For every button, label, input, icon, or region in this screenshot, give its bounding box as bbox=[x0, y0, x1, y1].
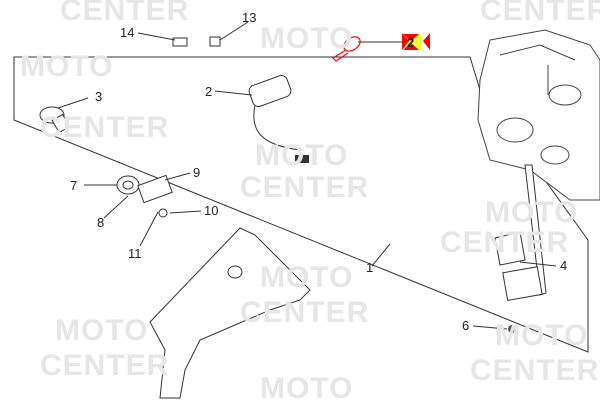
callout-9[interactable]: 9 bbox=[193, 165, 200, 180]
watermark-group: CENTER MOTO CENTER MOTO CENTER MOTO CENT… bbox=[20, 0, 600, 400]
callout-13[interactable]: 13 bbox=[242, 10, 256, 25]
callout-11[interactable]: 11 bbox=[128, 246, 142, 261]
callout-10[interactable]: 10 bbox=[204, 203, 218, 218]
watermark: CENTER bbox=[470, 354, 599, 387]
cap-3 bbox=[39, 106, 71, 134]
side-stand bbox=[494, 164, 547, 301]
watermark: MOTO bbox=[485, 196, 578, 229]
watermark: CENTER bbox=[40, 349, 169, 382]
watermark: MOTO bbox=[260, 22, 353, 55]
watermark: MOTO bbox=[260, 261, 353, 294]
callout-14[interactable]: 14 bbox=[120, 25, 134, 40]
selected-callout-2[interactable]: 2 bbox=[402, 33, 430, 50]
callout-3[interactable]: 3 bbox=[95, 89, 102, 104]
bolt-6 bbox=[508, 325, 516, 333]
cover-panel bbox=[149, 227, 311, 399]
leader-lines bbox=[57, 21, 557, 330]
grommet-7 bbox=[116, 175, 140, 195]
watermark: CENTER bbox=[40, 111, 169, 144]
watermark: MOTO bbox=[20, 50, 113, 83]
callout-7[interactable]: 7 bbox=[70, 178, 77, 193]
bracket-9 bbox=[137, 174, 173, 204]
callout-4[interactable]: 4 bbox=[560, 258, 567, 273]
key-icon-selected[interactable] bbox=[332, 34, 363, 62]
screw-14 bbox=[172, 37, 188, 47]
assembly-frame bbox=[13, 56, 589, 353]
frame-structure bbox=[477, 29, 600, 201]
screw-13 bbox=[209, 36, 221, 47]
callout-2[interactable]: 2 bbox=[205, 84, 212, 99]
callout-1[interactable]: 1 bbox=[366, 260, 373, 275]
watermark: MOTO bbox=[255, 139, 348, 172]
watermark: CENTER bbox=[480, 0, 600, 27]
screw-10 bbox=[158, 208, 168, 218]
watermark: MOTO bbox=[260, 372, 353, 400]
watermark: CENTER bbox=[240, 171, 369, 204]
watermark: CENTER bbox=[440, 226, 569, 259]
watermark: CENTER bbox=[60, 0, 189, 27]
watermark: CENTER bbox=[240, 296, 369, 329]
callout-label: 2 bbox=[407, 35, 414, 50]
callout-8[interactable]: 8 bbox=[97, 215, 104, 230]
callout-6[interactable]: 6 bbox=[462, 318, 469, 333]
sensor-2 bbox=[248, 75, 309, 163]
watermark: MOTO bbox=[55, 314, 148, 347]
watermark: MOTO bbox=[495, 319, 588, 352]
